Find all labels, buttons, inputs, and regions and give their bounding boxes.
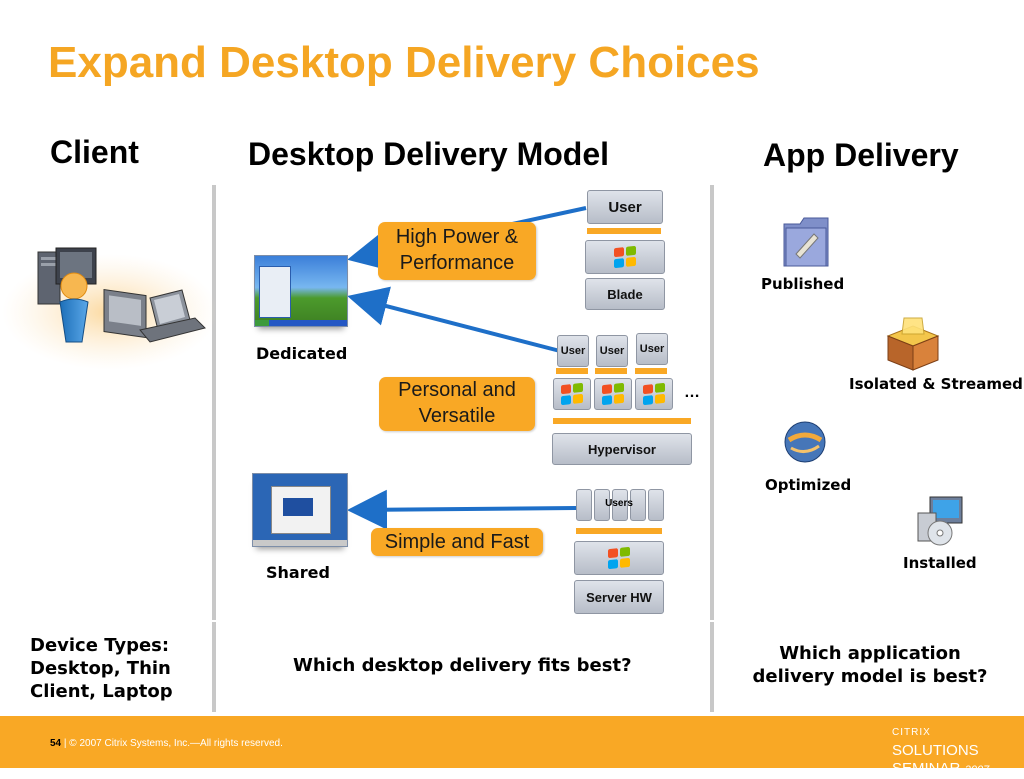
published-caption: Published — [761, 275, 845, 293]
stack2-hypervisor-box: Hypervisor — [552, 433, 692, 465]
label-personal-versatile: Personal and Versatile — [379, 377, 535, 431]
label-high-power: High Power & Performance — [378, 222, 536, 280]
stack2-bar-2 — [595, 368, 627, 374]
stack3-os-box — [574, 541, 664, 575]
footer-copyright: 54 | © 2007 Citrix Systems, Inc.—All rig… — [50, 738, 283, 749]
stack3-users-label: Users — [605, 498, 633, 509]
published-folder-icon — [778, 210, 834, 270]
stack1-blade-box: Blade — [585, 278, 665, 310]
stack3-users-group: Users — [576, 489, 664, 521]
footer-bar — [0, 716, 1024, 768]
stack2-user-box-1: User — [557, 335, 589, 367]
client-devices-illustration — [0, 220, 218, 370]
divider-right-lower — [710, 622, 714, 712]
stack2-os-box-2 — [594, 378, 632, 410]
stack3-bar — [576, 528, 662, 534]
stack1-os-box — [585, 240, 665, 274]
slide-title: Expand Desktop Delivery Choices — [48, 38, 760, 87]
stack2-user-box-2: User — [596, 335, 628, 367]
device-types-text: Device Types: Desktop, Thin Client, Lapt… — [30, 635, 173, 702]
arrow-shared — [347, 489, 577, 530]
windows-logo-icon — [614, 245, 636, 269]
app-heading: App Delivery — [763, 137, 959, 173]
divider-left — [212, 185, 216, 620]
optimized-globe-icon — [781, 418, 829, 466]
stack2-bar-1 — [556, 368, 588, 374]
model-heading: Desktop Delivery Model — [248, 136, 609, 172]
shared-caption: Shared — [266, 563, 330, 582]
isolated-box-icon — [880, 312, 946, 372]
windows-logo-icon — [608, 546, 630, 570]
stack1-user-box: User — [587, 190, 663, 224]
divider-right — [710, 185, 714, 620]
windows-logo-icon — [602, 382, 624, 406]
dedicated-desktop-thumbnail — [254, 255, 348, 327]
model-question: Which desktop delivery fits best? — [293, 655, 632, 676]
optimized-caption: Optimized — [765, 476, 852, 494]
stack3-serverhw-box: Server HW — [574, 580, 664, 614]
app-question: Which application delivery model is best… — [752, 643, 988, 687]
windows-logo-icon — [561, 382, 583, 406]
stack2-ellipsis: … — [684, 384, 700, 401]
arrow-dedicated-vm — [347, 286, 561, 353]
stack2-bar-wide — [553, 418, 691, 424]
stack1-bar — [587, 228, 661, 234]
brand-logo: CITRIX SOLUTIONS SEMINAR 2007 — [892, 727, 990, 777]
stack2-os-box-3 — [635, 378, 673, 410]
shared-desktop-thumbnail — [252, 473, 348, 547]
stack2-bar-3 — [635, 368, 667, 374]
installed-caption: Installed — [903, 554, 977, 572]
windows-logo-icon — [643, 382, 665, 406]
page-number: 54 — [50, 738, 62, 749]
label-simple-fast: Simple and Fast — [371, 528, 543, 556]
isolated-caption: Isolated & Streamed — [849, 375, 1023, 393]
divider-left-lower — [212, 622, 216, 712]
installed-cd-icon — [910, 493, 966, 549]
stack2-user-box-3: User — [636, 333, 668, 365]
stack2-os-box-1 — [553, 378, 591, 410]
dedicated-caption: Dedicated — [256, 344, 348, 363]
client-heading: Client — [50, 134, 139, 170]
